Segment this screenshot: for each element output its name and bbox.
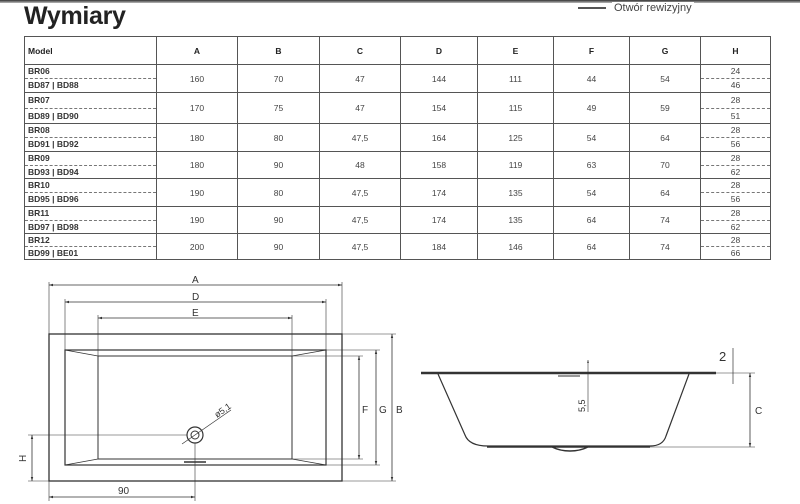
cell-c: 48: [319, 151, 401, 179]
clipped-caption: Otwór rewizyjny: [612, 2, 694, 14]
dim-label-c: C: [755, 406, 762, 417]
h-max: 56: [730, 139, 741, 149]
model-variants: BD95 | BD96: [28, 194, 79, 204]
model-variants: BD99 | BE01: [28, 248, 79, 258]
cell-f: 64: [553, 233, 630, 260]
cell-f: 64: [553, 206, 630, 234]
cell-a: 180: [156, 151, 238, 179]
dim-label-h: H: [18, 455, 29, 462]
cell-a: 200: [156, 233, 238, 260]
cell-b: 90: [237, 206, 320, 234]
column-header-e: E: [477, 36, 554, 65]
h-min: 28: [701, 207, 770, 221]
model-code: BR12: [25, 234, 156, 247]
model-code: BR10: [25, 179, 156, 193]
rim-thickness-label: 2: [719, 349, 726, 364]
dim-label-e: E: [192, 308, 199, 319]
cell-f: 49: [553, 92, 630, 124]
cell-f: 54: [553, 178, 630, 207]
column-header-b: B: [237, 36, 320, 65]
basin-profile: [437, 373, 690, 447]
model-code: BR09: [25, 152, 156, 166]
cell-b: 90: [237, 233, 320, 260]
model-code: BR06: [25, 65, 156, 79]
dim-label-g: G: [379, 405, 387, 416]
drain-diameter-label: ø5,1: [212, 401, 232, 420]
cell-a: 190: [156, 206, 238, 234]
dim-label-b: B: [396, 405, 403, 416]
column-header-f: F: [553, 36, 630, 65]
h-min: 28: [701, 234, 770, 247]
dim-label-d: D: [192, 292, 199, 303]
page-title: Wymiary: [24, 2, 126, 30]
h-min: 28: [701, 93, 770, 109]
h-max: 46: [730, 80, 741, 90]
cell-b: 80: [237, 123, 320, 152]
column-header-model: Model: [24, 36, 157, 65]
model-code: BR07: [25, 93, 156, 109]
cell-d: 144: [400, 64, 478, 93]
side-view: [421, 348, 755, 452]
dim-label-a: A: [192, 275, 199, 286]
cell-c: 47,5: [319, 123, 401, 152]
cell-d: 174: [400, 206, 478, 234]
model-code: BR11: [25, 207, 156, 221]
column-header-g: G: [629, 36, 701, 65]
cell-b: 80: [237, 178, 320, 207]
cell-f: 63: [553, 151, 630, 179]
cell-e: 125: [477, 123, 554, 152]
dim-label-90: 90: [118, 486, 130, 497]
cell-e: 119: [477, 151, 554, 179]
inner-basin: [64, 349, 327, 466]
cell-c: 47,5: [319, 178, 401, 207]
model-variants: BD87 | BD88: [28, 80, 79, 90]
h-max: 62: [730, 221, 741, 232]
h-max: 51: [730, 110, 741, 121]
legend-line: [578, 7, 606, 9]
model-code: BR08: [25, 124, 156, 138]
cell-e: 146: [477, 233, 554, 260]
cell-c: 47,5: [319, 233, 401, 260]
cell-c: 47: [319, 92, 401, 124]
overflow-label: 5,5: [577, 399, 587, 412]
model-variants: BD91 | BD92: [28, 139, 79, 149]
h-max: 56: [730, 194, 741, 204]
outer-rim: [48, 333, 343, 482]
cell-a: 160: [156, 64, 238, 93]
top-view: [28, 282, 396, 501]
cell-e: 111: [477, 64, 554, 93]
h-max: 62: [730, 166, 741, 177]
model-variants: BD97 | BD98: [28, 221, 79, 232]
cell-d: 184: [400, 233, 478, 260]
dim-label-f: F: [362, 405, 368, 416]
h-min: 28: [701, 179, 770, 193]
model-variants: BD93 | BD94: [28, 166, 79, 177]
top-edge: [0, 0, 800, 3]
cell-f: 44: [553, 64, 630, 93]
model-variants: BD89 | BD90: [28, 110, 79, 121]
h-min: 28: [701, 124, 770, 138]
h-max: 66: [730, 248, 741, 258]
h-min: 24: [701, 65, 770, 79]
h-min: 28: [701, 152, 770, 166]
